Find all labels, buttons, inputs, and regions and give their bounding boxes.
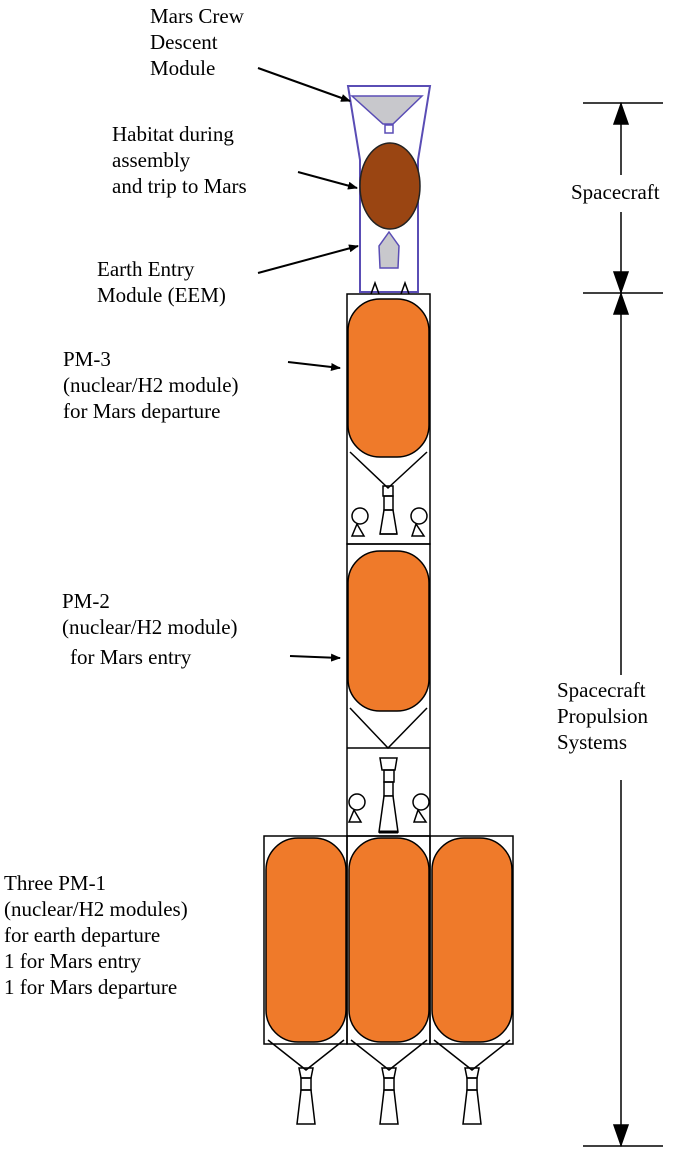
pm2-aux-thrusters: [347, 793, 430, 823]
pm1-frame-right: [429, 835, 514, 1045]
pm1-engine-right: [462, 1067, 482, 1125]
label-spacecraft: Spacecraft: [571, 179, 660, 205]
dimension-propulsion: [583, 291, 663, 1148]
habitat-shape: [359, 142, 421, 230]
spacecraft-outline: [346, 85, 432, 293]
label-earth-entry-module: Earth Entry Module (EEM): [97, 257, 226, 307]
docking-marker-left: [370, 280, 380, 295]
pm1-tank-left: [265, 837, 347, 1043]
eem-shape: [378, 230, 400, 269]
label-habitat: Habitat during assembly and trip to Mars: [112, 122, 247, 198]
pm1-tank-center: [348, 837, 430, 1043]
docking-marker-right: [400, 280, 410, 295]
pm1-tank-right: [431, 837, 513, 1043]
descent-module-nozzle: [384, 124, 394, 134]
arrow-pm3: [287, 361, 341, 371]
arrow-habitat: [297, 171, 358, 190]
descent-module-shape: [350, 95, 424, 125]
pm1-engine-left: [296, 1067, 316, 1125]
arrow-eem: [257, 244, 359, 274]
label-pm1: Three PM-1 (nuclear/H2 modules) for eart…: [4, 871, 188, 999]
pm3-aux-thrusters: [350, 507, 428, 537]
label-descent-module: Mars Crew Descent Module: [150, 4, 244, 80]
arrow-pm2: [289, 653, 341, 662]
label-propulsion-systems: Spacecraft Propulsion Systems: [557, 677, 649, 755]
pm2-engine: [378, 757, 399, 834]
pm3-tank: [347, 298, 430, 458]
arrow-descent-module: [257, 67, 351, 102]
label-pm3: PM-3 (nuclear/H2 module) for Mars depart…: [63, 347, 239, 423]
pm2-tank: [347, 550, 430, 712]
pm1-engine-center: [379, 1067, 399, 1125]
pm3-engine: [379, 485, 398, 535]
label-pm2: PM-2 (nuclear/H2 module) for Mars entry: [62, 589, 238, 669]
dimension-spacecraft: [583, 101, 663, 295]
